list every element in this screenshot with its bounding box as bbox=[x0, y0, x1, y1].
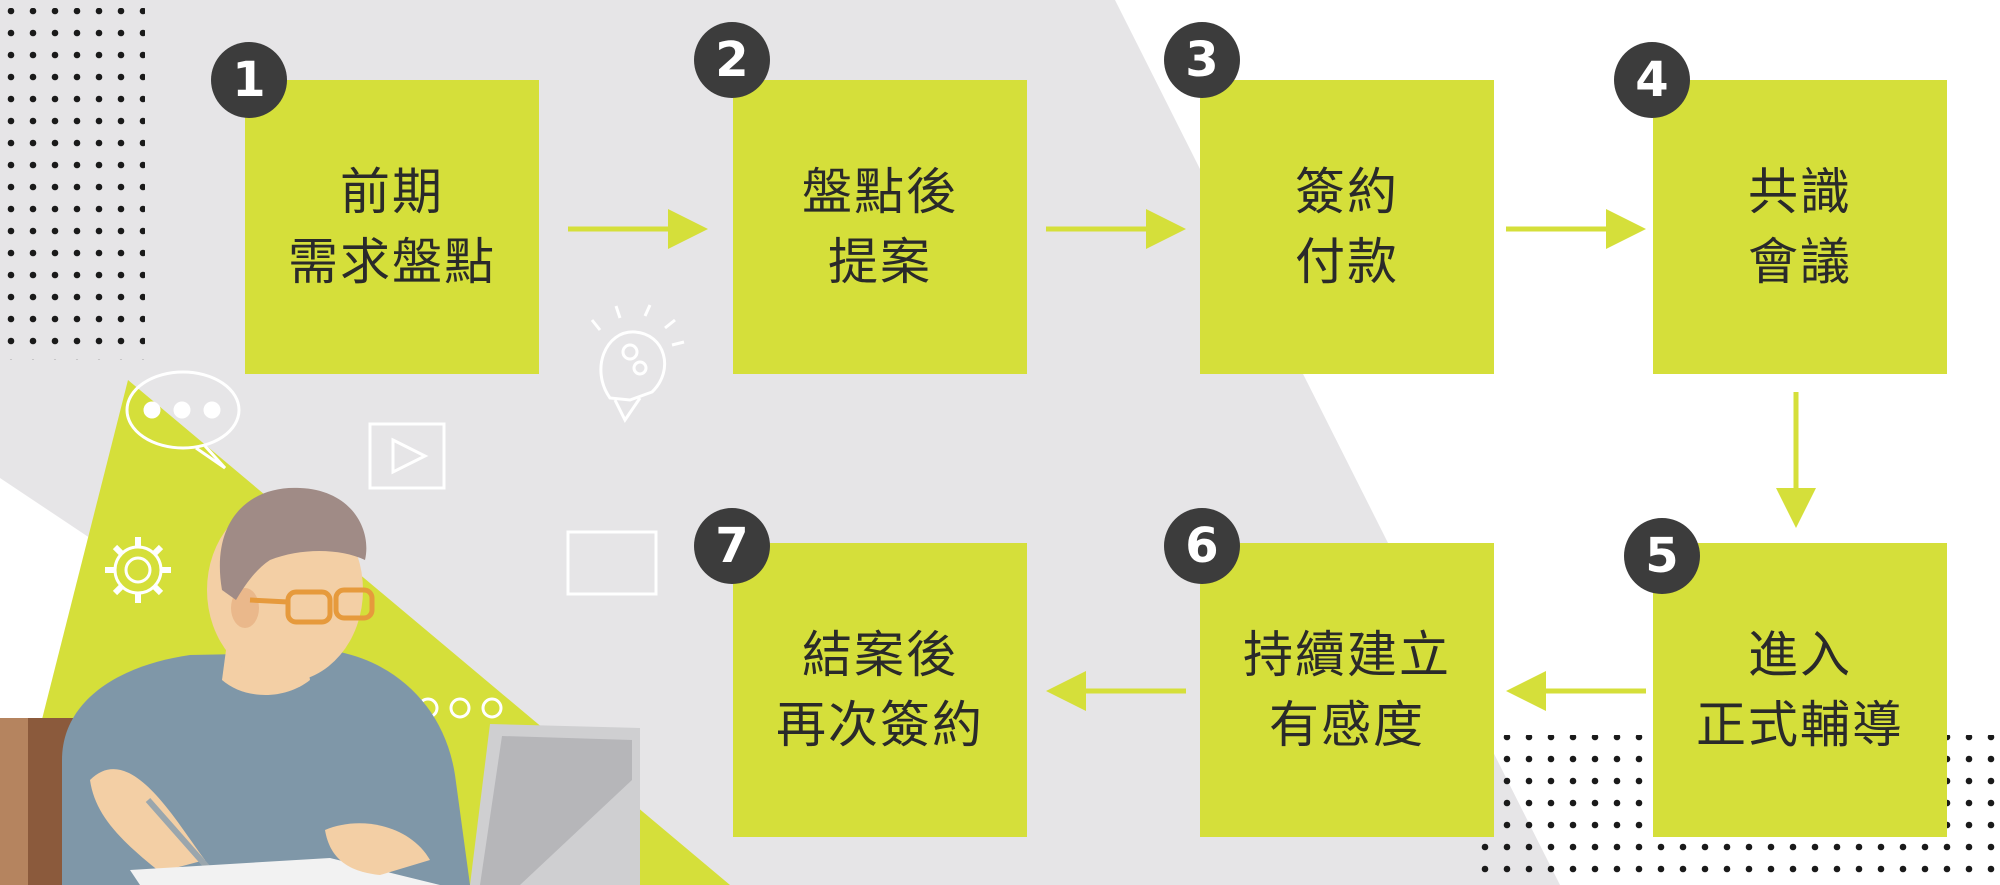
arrow-6-to-7 bbox=[1046, 671, 1186, 711]
dot-pattern-top-left bbox=[0, 8, 145, 360]
chat-bubble-icon bbox=[125, 370, 241, 470]
step-label-line: 結案後 bbox=[802, 626, 958, 684]
step-box-1: 前期 需求盤點 bbox=[245, 80, 539, 374]
play-icon bbox=[368, 422, 446, 490]
step-number-badge-1: 1 bbox=[211, 42, 287, 118]
step-label-line: 有感度 bbox=[1269, 696, 1425, 754]
step-label-line: 共識 bbox=[1748, 163, 1852, 221]
step-number-badge-4: 4 bbox=[1614, 42, 1690, 118]
step-number-badge-6: 6 bbox=[1164, 508, 1240, 584]
step-label-line: 付款 bbox=[1295, 233, 1399, 291]
gear-icon bbox=[105, 537, 171, 603]
step-label-line: 簽約 bbox=[1295, 163, 1399, 221]
arrow-5-to-6 bbox=[1506, 671, 1646, 711]
step-label-line: 前期 bbox=[340, 163, 444, 221]
step-box-4: 共識 會議 bbox=[1653, 80, 1947, 374]
step-number-badge-2: 2 bbox=[694, 22, 770, 98]
arrow-3-to-4 bbox=[1506, 209, 1646, 249]
step-number-badge-3: 3 bbox=[1164, 22, 1240, 98]
step-label-line: 持續建立 bbox=[1243, 626, 1451, 684]
step-label-line: 進入 bbox=[1748, 626, 1852, 684]
step-number-badge-7: 7 bbox=[694, 508, 770, 584]
step-box-7: 結案後 再次簽約 bbox=[733, 543, 1027, 837]
step-box-5: 進入 正式輔導 bbox=[1653, 543, 1947, 837]
arrow-2-to-3 bbox=[1046, 209, 1186, 249]
step-box-3: 簽約 付款 bbox=[1200, 80, 1494, 374]
person-laptop-illustration bbox=[0, 487, 640, 885]
step-label-line: 需求盤點 bbox=[288, 233, 496, 291]
step-box-6: 持續建立 有感度 bbox=[1200, 543, 1494, 837]
arrow-1-to-2 bbox=[568, 209, 708, 249]
arrow-4-to-5 bbox=[1776, 392, 1816, 528]
step-label-line: 正式輔導 bbox=[1696, 696, 1904, 754]
step-label-line: 再次簽約 bbox=[776, 696, 984, 754]
step-label-line: 盤點後 bbox=[802, 163, 958, 221]
step-label-line: 會議 bbox=[1748, 233, 1852, 291]
window-icon bbox=[566, 530, 658, 596]
step-number-badge-5: 5 bbox=[1624, 518, 1700, 594]
lightbulb-icon bbox=[590, 304, 685, 423]
step-label-line: 提案 bbox=[828, 233, 932, 291]
step-box-2: 盤點後 提案 bbox=[733, 80, 1027, 374]
